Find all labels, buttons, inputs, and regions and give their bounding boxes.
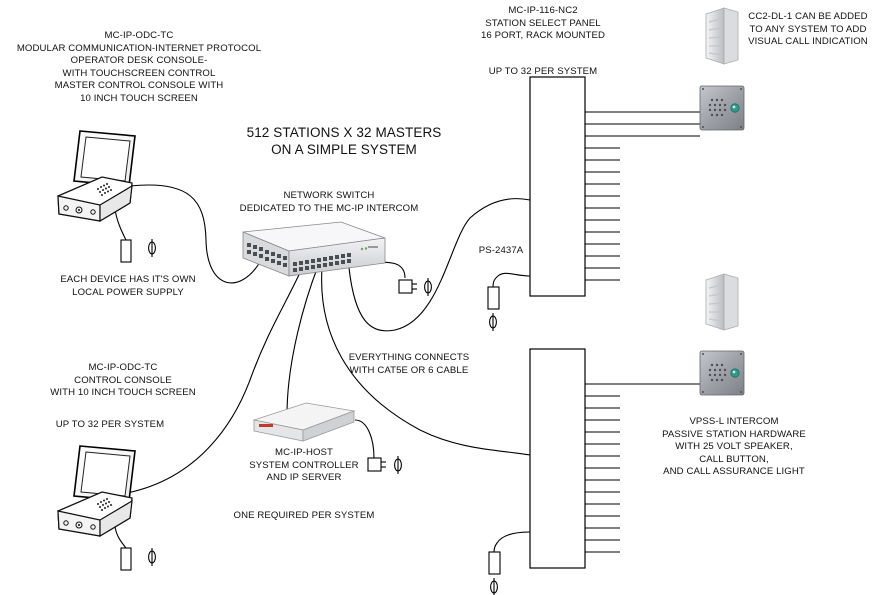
power-adapter-icon bbox=[488, 551, 501, 575]
power-supply-label: PS-2437A bbox=[478, 245, 524, 256]
cable-console-top bbox=[129, 184, 261, 284]
host-label: MC-IP-HOST SYSTEM CONTROLLER AND IP SERV… bbox=[244, 447, 364, 485]
speaker-grille-icon bbox=[97, 183, 112, 196]
ethernet-ports bbox=[247, 243, 351, 272]
diagram-title: 512 STATIONS X 32 MASTERS ON A SIMPLE SY… bbox=[226, 124, 462, 158]
call-button-icon bbox=[730, 368, 740, 378]
console-top-line-4: WITH TOUCHSCREEN CONTROL bbox=[62, 67, 216, 79]
plug-icon bbox=[424, 278, 432, 296]
network-switch-label: NETWORK SWITCH DEDICATED TO THE MC-IP IN… bbox=[226, 190, 432, 215]
station-panel-quantity: UP TO 32 PER SYSTEM bbox=[488, 66, 598, 77]
cable-host bbox=[286, 265, 319, 416]
console-top-line-6: 10 INCH TOUCH SCREEN bbox=[80, 92, 198, 104]
title-line-1: 512 STATIONS X 32 MASTERS bbox=[246, 125, 442, 140]
cable-upper-panel bbox=[348, 198, 531, 332]
console-top-line-3: OPERATOR DESK CONSOLE- bbox=[70, 55, 208, 67]
cable-switch-power bbox=[377, 261, 406, 279]
cable-lower-panel bbox=[321, 267, 531, 456]
power-adapter-icon bbox=[487, 286, 500, 310]
power-note-line-2: LOCAL POWER SUPPLY bbox=[72, 286, 184, 298]
host-line-3: AND IP SERVER bbox=[266, 472, 342, 484]
plug-icon bbox=[489, 313, 497, 331]
host-model: MC-IP-HOST bbox=[274, 447, 334, 458]
intercom-station-upper bbox=[699, 85, 745, 131]
call-light-upper bbox=[705, 7, 739, 65]
plug-icon bbox=[148, 548, 156, 566]
cable-console-bottom-power bbox=[114, 525, 127, 549]
plug-icon bbox=[394, 456, 402, 474]
console-bottom bbox=[57, 445, 136, 538]
cable-console-top-power bbox=[114, 207, 127, 241]
power-note-label: EACH DEVICE HAS IT'S OWN LOCAL POWER SUP… bbox=[40, 274, 216, 299]
console-top-label: MC-IP-ODC-TC MODULAR COMMUNICATION-INTER… bbox=[0, 30, 278, 106]
cable-host-power bbox=[354, 419, 375, 459]
station-line-3: WITH 25 VOLT SPEAKER, bbox=[675, 441, 793, 453]
station-label: VPSS-L INTERCOM PASSIVE STATION HARDWARE… bbox=[648, 416, 820, 479]
call-light-line-3: VISUAL CALL INDICATION bbox=[748, 36, 868, 48]
power-adapter-icon bbox=[367, 457, 382, 472]
station-line-2: PASSIVE STATION HARDWARE bbox=[662, 428, 806, 440]
console-bottom-model: MC-IP-ODC-TC bbox=[88, 362, 158, 373]
host-requirement: ONE REQUIRED PER SYSTEM bbox=[233, 510, 375, 521]
station-panel-line-3: 16 PORT, RACK MOUNTED bbox=[481, 30, 605, 42]
call-light-lower bbox=[705, 273, 739, 331]
network-switch-line-2: DEDICATED TO THE MC-IP INTERCOM bbox=[239, 202, 419, 214]
call-light-label: CC2-DL-1 CAN BE ADDED TO ANY SYSTEM TO A… bbox=[744, 11, 872, 49]
console-top-line-2: MODULAR COMMUNICATION-INTERNET PROTOCOL bbox=[16, 42, 262, 54]
plug-icon bbox=[148, 239, 156, 257]
console-bottom-label: MC-IP-ODC-TC CONTROL CONSOLE WITH 10 INC… bbox=[35, 362, 211, 400]
console-bottom-line-2: CONTROL CONSOLE bbox=[74, 374, 172, 386]
console-top bbox=[57, 130, 136, 223]
power-adapter-icon bbox=[398, 279, 413, 294]
plug-icon bbox=[490, 578, 498, 595]
speaker-grille-icon bbox=[97, 498, 112, 511]
station-panel-model: MC-IP-116-NC2 bbox=[508, 5, 578, 16]
power-adapter-icon bbox=[120, 547, 132, 571]
console-bottom-line-3: WITH 10 INCH TOUCH SCREEN bbox=[50, 387, 196, 399]
console-bottom-quantity: UP TO 32 PER SYSTEM bbox=[55, 419, 165, 430]
cabling-note-label: EVERYTHING CONNECTS WITH CAT5E OR 6 CABL… bbox=[336, 352, 482, 377]
call-light-line-2: TO ANY SYSTEM TO ADD bbox=[749, 23, 867, 35]
network-switch-line-1: NETWORK SWITCH bbox=[283, 190, 375, 201]
cable-ps-upper bbox=[492, 272, 531, 288]
call-light-line-1: CC2-DL-1 CAN BE ADDED bbox=[748, 11, 868, 22]
station-model: VPSS-L INTERCOM bbox=[689, 416, 779, 427]
station-panel-lower bbox=[529, 348, 700, 569]
power-adapter-icon bbox=[120, 239, 132, 263]
cable-ps-lower bbox=[493, 531, 531, 553]
cabling-note-line-2: WITH CAT5E OR 6 CABLE bbox=[349, 364, 469, 376]
cabling-note-line-1: EVERYTHING CONNECTS bbox=[348, 352, 470, 363]
host-device bbox=[252, 402, 356, 442]
cable-console-bottom bbox=[121, 265, 304, 495]
console-top-line-5: MASTER CONTROL CONSOLE WITH bbox=[54, 80, 224, 92]
power-supplies bbox=[120, 239, 501, 595]
call-button-icon bbox=[730, 103, 740, 113]
station-line-5: AND CALL ASSURANCE LIGHT bbox=[663, 466, 805, 478]
station-panel-line-2: STATION SELECT PANEL bbox=[485, 17, 601, 29]
host-line-2: SYSTEM CONTROLLER bbox=[249, 459, 359, 471]
title-line-2: ON A SIMPLE SYSTEM bbox=[271, 142, 417, 157]
station-panel-upper bbox=[529, 76, 700, 297]
power-note-line-1: EACH DEVICE HAS IT'S OWN bbox=[60, 274, 196, 285]
network-switch-device bbox=[242, 221, 386, 277]
station-line-4: CALL BUTTON, bbox=[699, 453, 769, 465]
station-panel-label: MC-IP-116-NC2 STATION SELECT PANEL 16 PO… bbox=[448, 5, 638, 43]
console-top-model: MC-IP-ODC-TC bbox=[104, 30, 174, 41]
intercom-station-lower bbox=[699, 350, 745, 396]
